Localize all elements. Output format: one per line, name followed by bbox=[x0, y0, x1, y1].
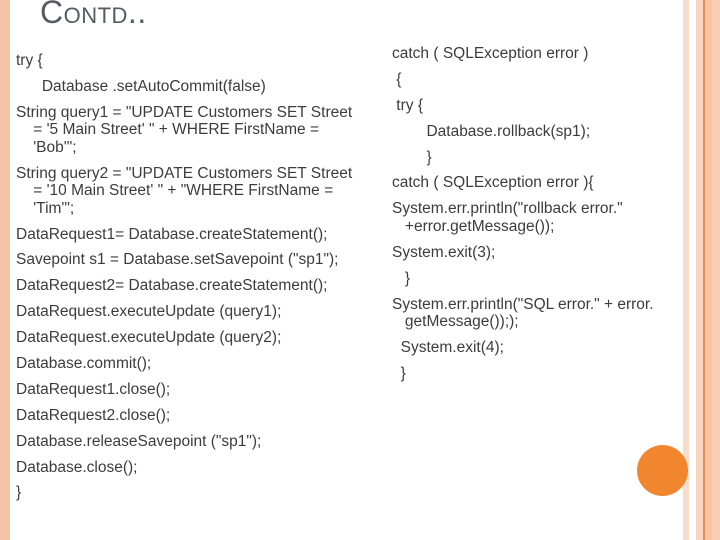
code-line: Database.releaseSavepoint ("sp1"); bbox=[16, 432, 262, 450]
code-line: } bbox=[392, 148, 432, 166]
code-line: DataRequest.executeUpdate (query1); bbox=[16, 303, 282, 321]
code-paragraph: Database.close(); bbox=[16, 459, 381, 477]
code-line: catch ( SQLException error ){ bbox=[392, 174, 594, 192]
code-line: getMessage());); bbox=[392, 313, 519, 331]
code-paragraph: Database.releaseSavepoint ("sp1"); bbox=[16, 433, 381, 451]
code-line: DataRequest2.close(); bbox=[16, 406, 171, 424]
code-paragraph: catch ( SQLException error ) bbox=[392, 45, 692, 63]
code-paragraph: System.exit(4); bbox=[392, 339, 692, 357]
code-paragraph: try { bbox=[392, 97, 692, 115]
code-paragraph: DataRequest2.close(); bbox=[16, 407, 381, 425]
code-line: } bbox=[16, 484, 22, 502]
accent-circle-decoration bbox=[637, 445, 688, 496]
code-line: Database.rollback(sp1); bbox=[392, 122, 591, 140]
code-line: } bbox=[392, 364, 406, 382]
code-line: { bbox=[392, 70, 402, 88]
code-line: try { bbox=[16, 52, 43, 69]
code-line: Database.commit(); bbox=[16, 355, 152, 373]
code-column-right: catch ( SQLException error ) { try { Dat… bbox=[392, 45, 692, 391]
code-paragraph: Database.rollback(sp1); bbox=[392, 123, 692, 141]
code-line: Database.close(); bbox=[16, 458, 138, 476]
code-paragraph: DataRequest1= Database.createStatement()… bbox=[16, 226, 381, 244]
code-line: System.err.println("rollback error." bbox=[392, 200, 623, 218]
code-line: System.exit(3); bbox=[392, 243, 496, 261]
code-line: System.err.println("SQL error." + error. bbox=[392, 295, 654, 313]
code-paragraph: { bbox=[392, 71, 692, 89]
slide-title: Contd.. bbox=[40, 0, 147, 30]
code-paragraph: try { bbox=[16, 52, 381, 70]
code-line: String query1 = "UPDATE Customers SET St… bbox=[16, 103, 353, 121]
code-paragraph: DataRequest.executeUpdate (query1); bbox=[16, 303, 381, 321]
right-edge-stripe-line bbox=[703, 0, 705, 540]
code-line: = '10 Main Street' " + "WHERE FirstName … bbox=[16, 182, 334, 200]
code-line: +error.getMessage()); bbox=[392, 217, 555, 235]
code-paragraph: System.err.println("rollback error." +er… bbox=[392, 200, 692, 235]
right-edge-stripe-1 bbox=[683, 0, 689, 540]
code-line: = '5 Main Street' " + WHERE FirstName = bbox=[16, 121, 319, 139]
code-paragraph: } bbox=[16, 484, 381, 502]
code-line: catch ( SQLException error ) bbox=[392, 45, 589, 62]
code-paragraph: DataRequest1.close(); bbox=[16, 381, 381, 399]
code-paragraph: DataRequest.executeUpdate (query2); bbox=[16, 329, 381, 347]
code-line: 'Tim'"; bbox=[16, 199, 75, 217]
code-line: DataRequest.executeUpdate (query2); bbox=[16, 329, 282, 347]
right-edge-stripe-3 bbox=[705, 0, 712, 540]
code-paragraph: String query2 = "UPDATE Customers SET St… bbox=[16, 165, 381, 218]
code-paragraph: System.err.println("SQL error." + error.… bbox=[392, 296, 692, 331]
code-paragraph: } bbox=[392, 270, 692, 288]
code-line: } bbox=[392, 269, 411, 287]
code-paragraph: catch ( SQLException error ){ bbox=[392, 174, 692, 192]
code-paragraph: System.exit(3); bbox=[392, 244, 692, 262]
code-paragraph: String query1 = "UPDATE Customers SET St… bbox=[16, 104, 381, 157]
code-line: System.exit(4); bbox=[392, 338, 504, 356]
right-edge-stripe-2 bbox=[696, 0, 703, 540]
code-line: try { bbox=[392, 96, 424, 114]
code-line: Database .setAutoCommit(false) bbox=[16, 77, 266, 95]
code-line: String query2 = "UPDATE Customers SET St… bbox=[16, 164, 353, 182]
code-line: DataRequest1= Database.createStatement()… bbox=[16, 225, 328, 243]
code-line: 'Bob'"; bbox=[16, 138, 77, 156]
code-paragraph: Savepoint s1 = Database.setSavepoint ("s… bbox=[16, 251, 381, 269]
code-paragraph: DataRequest2= Database.createStatement()… bbox=[16, 277, 381, 295]
right-edge-stripe-4 bbox=[712, 0, 720, 540]
code-line: DataRequest1.close(); bbox=[16, 380, 171, 398]
code-paragraph: Database.commit(); bbox=[16, 355, 381, 373]
code-paragraph: Database .setAutoCommit(false) bbox=[16, 78, 381, 96]
left-edge-stripe bbox=[0, 0, 10, 540]
code-column-left: try { Database .setAutoCommit(false) Stri… bbox=[16, 52, 381, 510]
code-paragraph: } bbox=[392, 149, 692, 167]
code-line: Savepoint s1 = Database.setSavepoint ("s… bbox=[16, 251, 339, 269]
code-line: DataRequest2= Database.createStatement()… bbox=[16, 277, 328, 295]
code-paragraph: } bbox=[392, 365, 692, 383]
